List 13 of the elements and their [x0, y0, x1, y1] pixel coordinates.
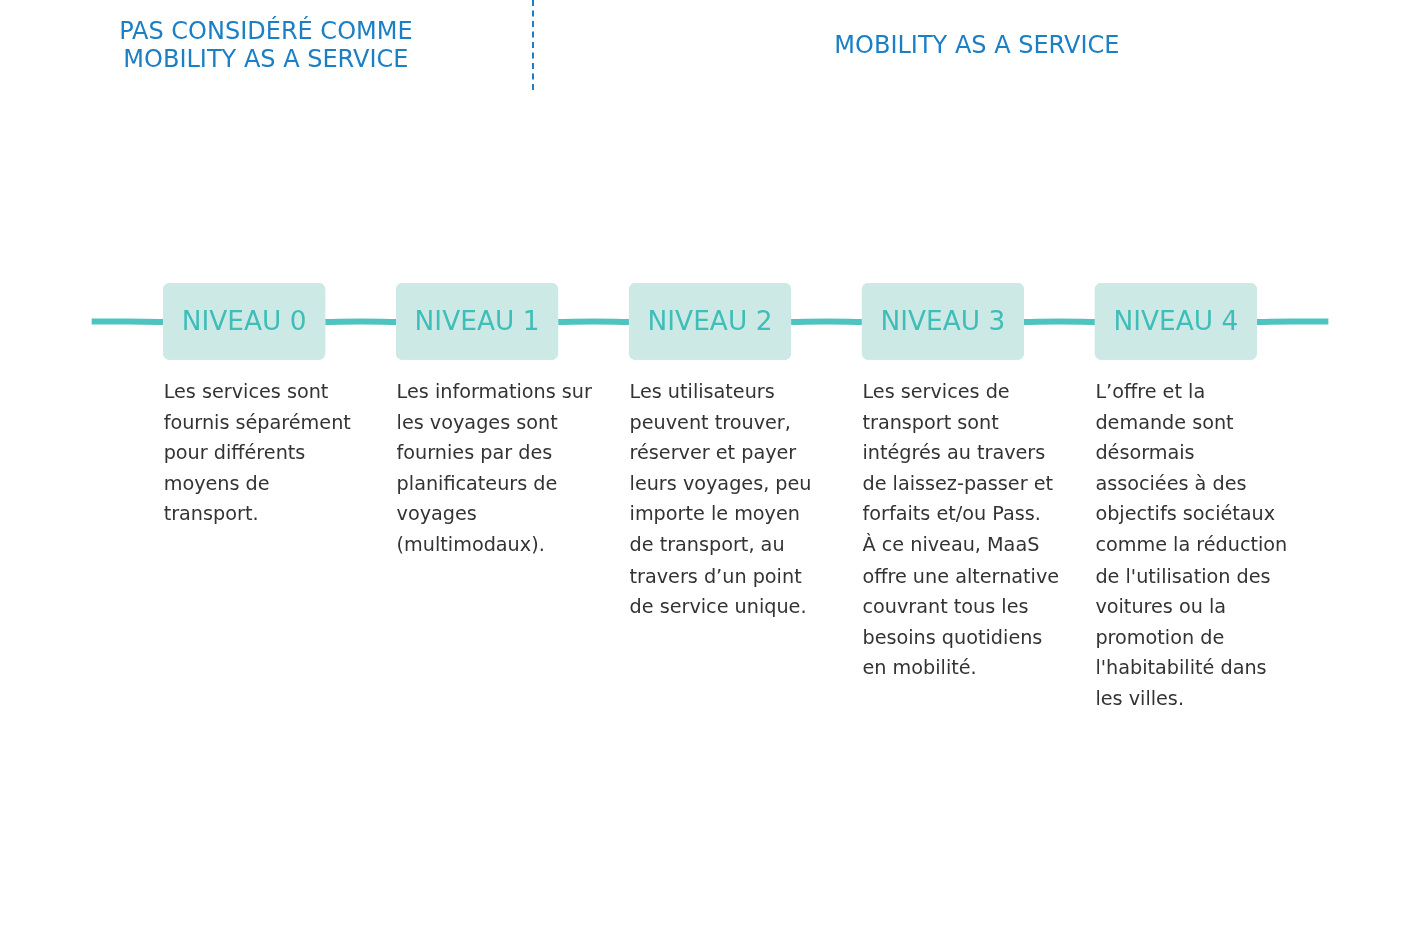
section-heading: PAS CONSIDÉRÉ COMME MOBILITY AS A SERVICE [118, 17, 414, 73]
level-description: Les services de transport sont intégrés au travers de laissez-passer et forfaits et/ou Pass. À ce niveau, MaaS offre une alternative couvrant tous les besoins quotidiens en mobilité. [862, 378, 1060, 681]
level-description: Les services sont fournis séparément pour différents moyens de transport. [163, 378, 352, 528]
level-description: Les utilisateurs peuvent trouver, réserver et payer leurs voyages, peu importe le moyen de transport, au travers d’un point de service unique. [629, 378, 813, 620]
connector [791, 318, 864, 325]
connector [91, 318, 165, 325]
level-description: Les informations sur les voyages sont fournies par des planificateurs de voyages (multimodaux). [396, 378, 593, 558]
level-description: L’offre et la demande sont désormais associées à des objectifs sociétaux comme la réduction de l'utilisation des voitures ou la promotion de l'habitabilité dans les villes. [1095, 378, 1289, 712]
connector [1256, 318, 1329, 325]
connector [325, 318, 398, 325]
connector [1023, 318, 1097, 325]
connector [558, 318, 631, 325]
section-heading: MOBILITY AS A SERVICE [834, 31, 1120, 59]
